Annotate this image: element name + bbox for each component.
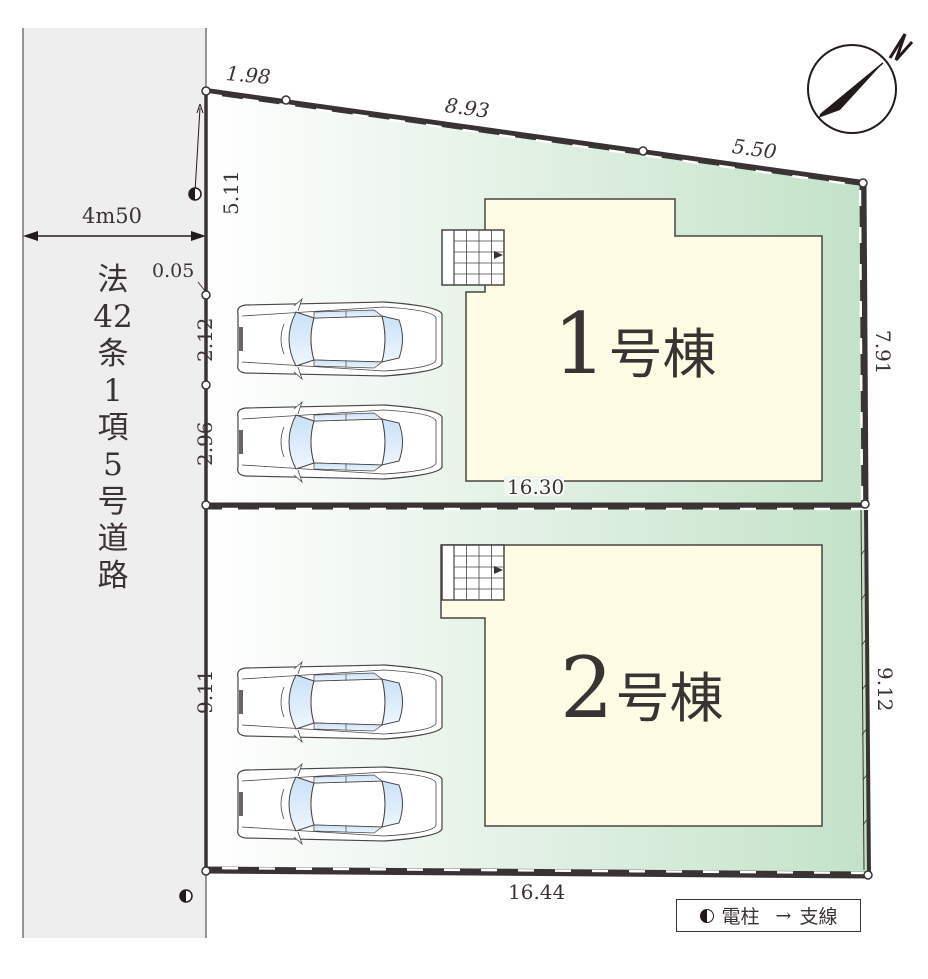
- dim-left-lot2: 9.11: [193, 669, 217, 714]
- road-char: 1: [103, 373, 123, 409]
- dim-bottom: 16.44: [508, 880, 565, 904]
- legend: 電柱 → 支線: [676, 899, 861, 932]
- utility-pole-icon: [179, 889, 193, 903]
- dim-left-mid1: 2.12: [193, 317, 217, 362]
- road-char: 法: [97, 262, 129, 298]
- legend-arrow-icon: →: [775, 904, 792, 927]
- building-2-footprint: [440, 544, 823, 827]
- north-compass-icon: [807, 33, 914, 134]
- road-char: 号: [97, 484, 129, 520]
- fence-hatching: [860, 547, 869, 826]
- road-char: 項: [97, 410, 129, 446]
- car-icon: [237, 298, 443, 380]
- utility-pole-icon: [699, 908, 714, 923]
- dim-right-lot1: 7.91: [871, 330, 895, 375]
- dim-left-top: 5.11: [219, 170, 243, 215]
- utility-pole-icon: [188, 187, 202, 201]
- boundary-markers: [201, 86, 873, 880]
- dim-right-lot2: 9.12: [873, 667, 897, 712]
- building-2-suffix: 号棟: [615, 667, 724, 730]
- entrance-stairs-icon: [441, 229, 505, 286]
- entrance-stairs-icon: [441, 544, 505, 601]
- dim-left-mid2: 2.96: [193, 421, 217, 466]
- dim-top-seg1: 1.98: [225, 61, 271, 89]
- road-char: 条: [97, 336, 129, 372]
- building-1-suffix: 号棟: [608, 323, 717, 386]
- road-width-label: 4m50: [82, 204, 142, 228]
- building-2-number: 2: [560, 639, 614, 737]
- building-2-label: 2 号棟: [560, 646, 723, 730]
- car-icon: [237, 661, 443, 743]
- dim-top-seg3: 5.50: [731, 134, 779, 164]
- car-icon: [237, 401, 443, 483]
- boundary-lines: [204, 88, 871, 879]
- dim-left-offset: 0.05: [152, 260, 194, 282]
- dim-divider-group: 16.30: [504, 474, 566, 501]
- building-1-footprint: [465, 198, 823, 482]
- building-1-label: 1 号棟: [553, 302, 716, 386]
- road: [22, 28, 207, 938]
- road-width-dimension: [23, 231, 206, 241]
- road-designation-label: 法 42 条 1 項 5 号 道 路: [88, 262, 138, 595]
- road-char: 路: [97, 558, 129, 594]
- legend-guy-wire-label: 支線: [799, 906, 838, 928]
- car-icon: [237, 763, 443, 845]
- dim-divider: 16.30: [507, 475, 564, 499]
- road-char: 5: [103, 447, 123, 483]
- legend-pole-label: 電柱: [721, 906, 760, 928]
- road-char: 42: [93, 299, 133, 335]
- building-1-number: 1: [553, 295, 607, 393]
- dim-top-seg2: 8.93: [444, 93, 491, 123]
- road-char: 道: [97, 521, 129, 557]
- guy-wire-arrow-icon: [194, 103, 204, 193]
- offset-leader-line: [197, 281, 206, 292]
